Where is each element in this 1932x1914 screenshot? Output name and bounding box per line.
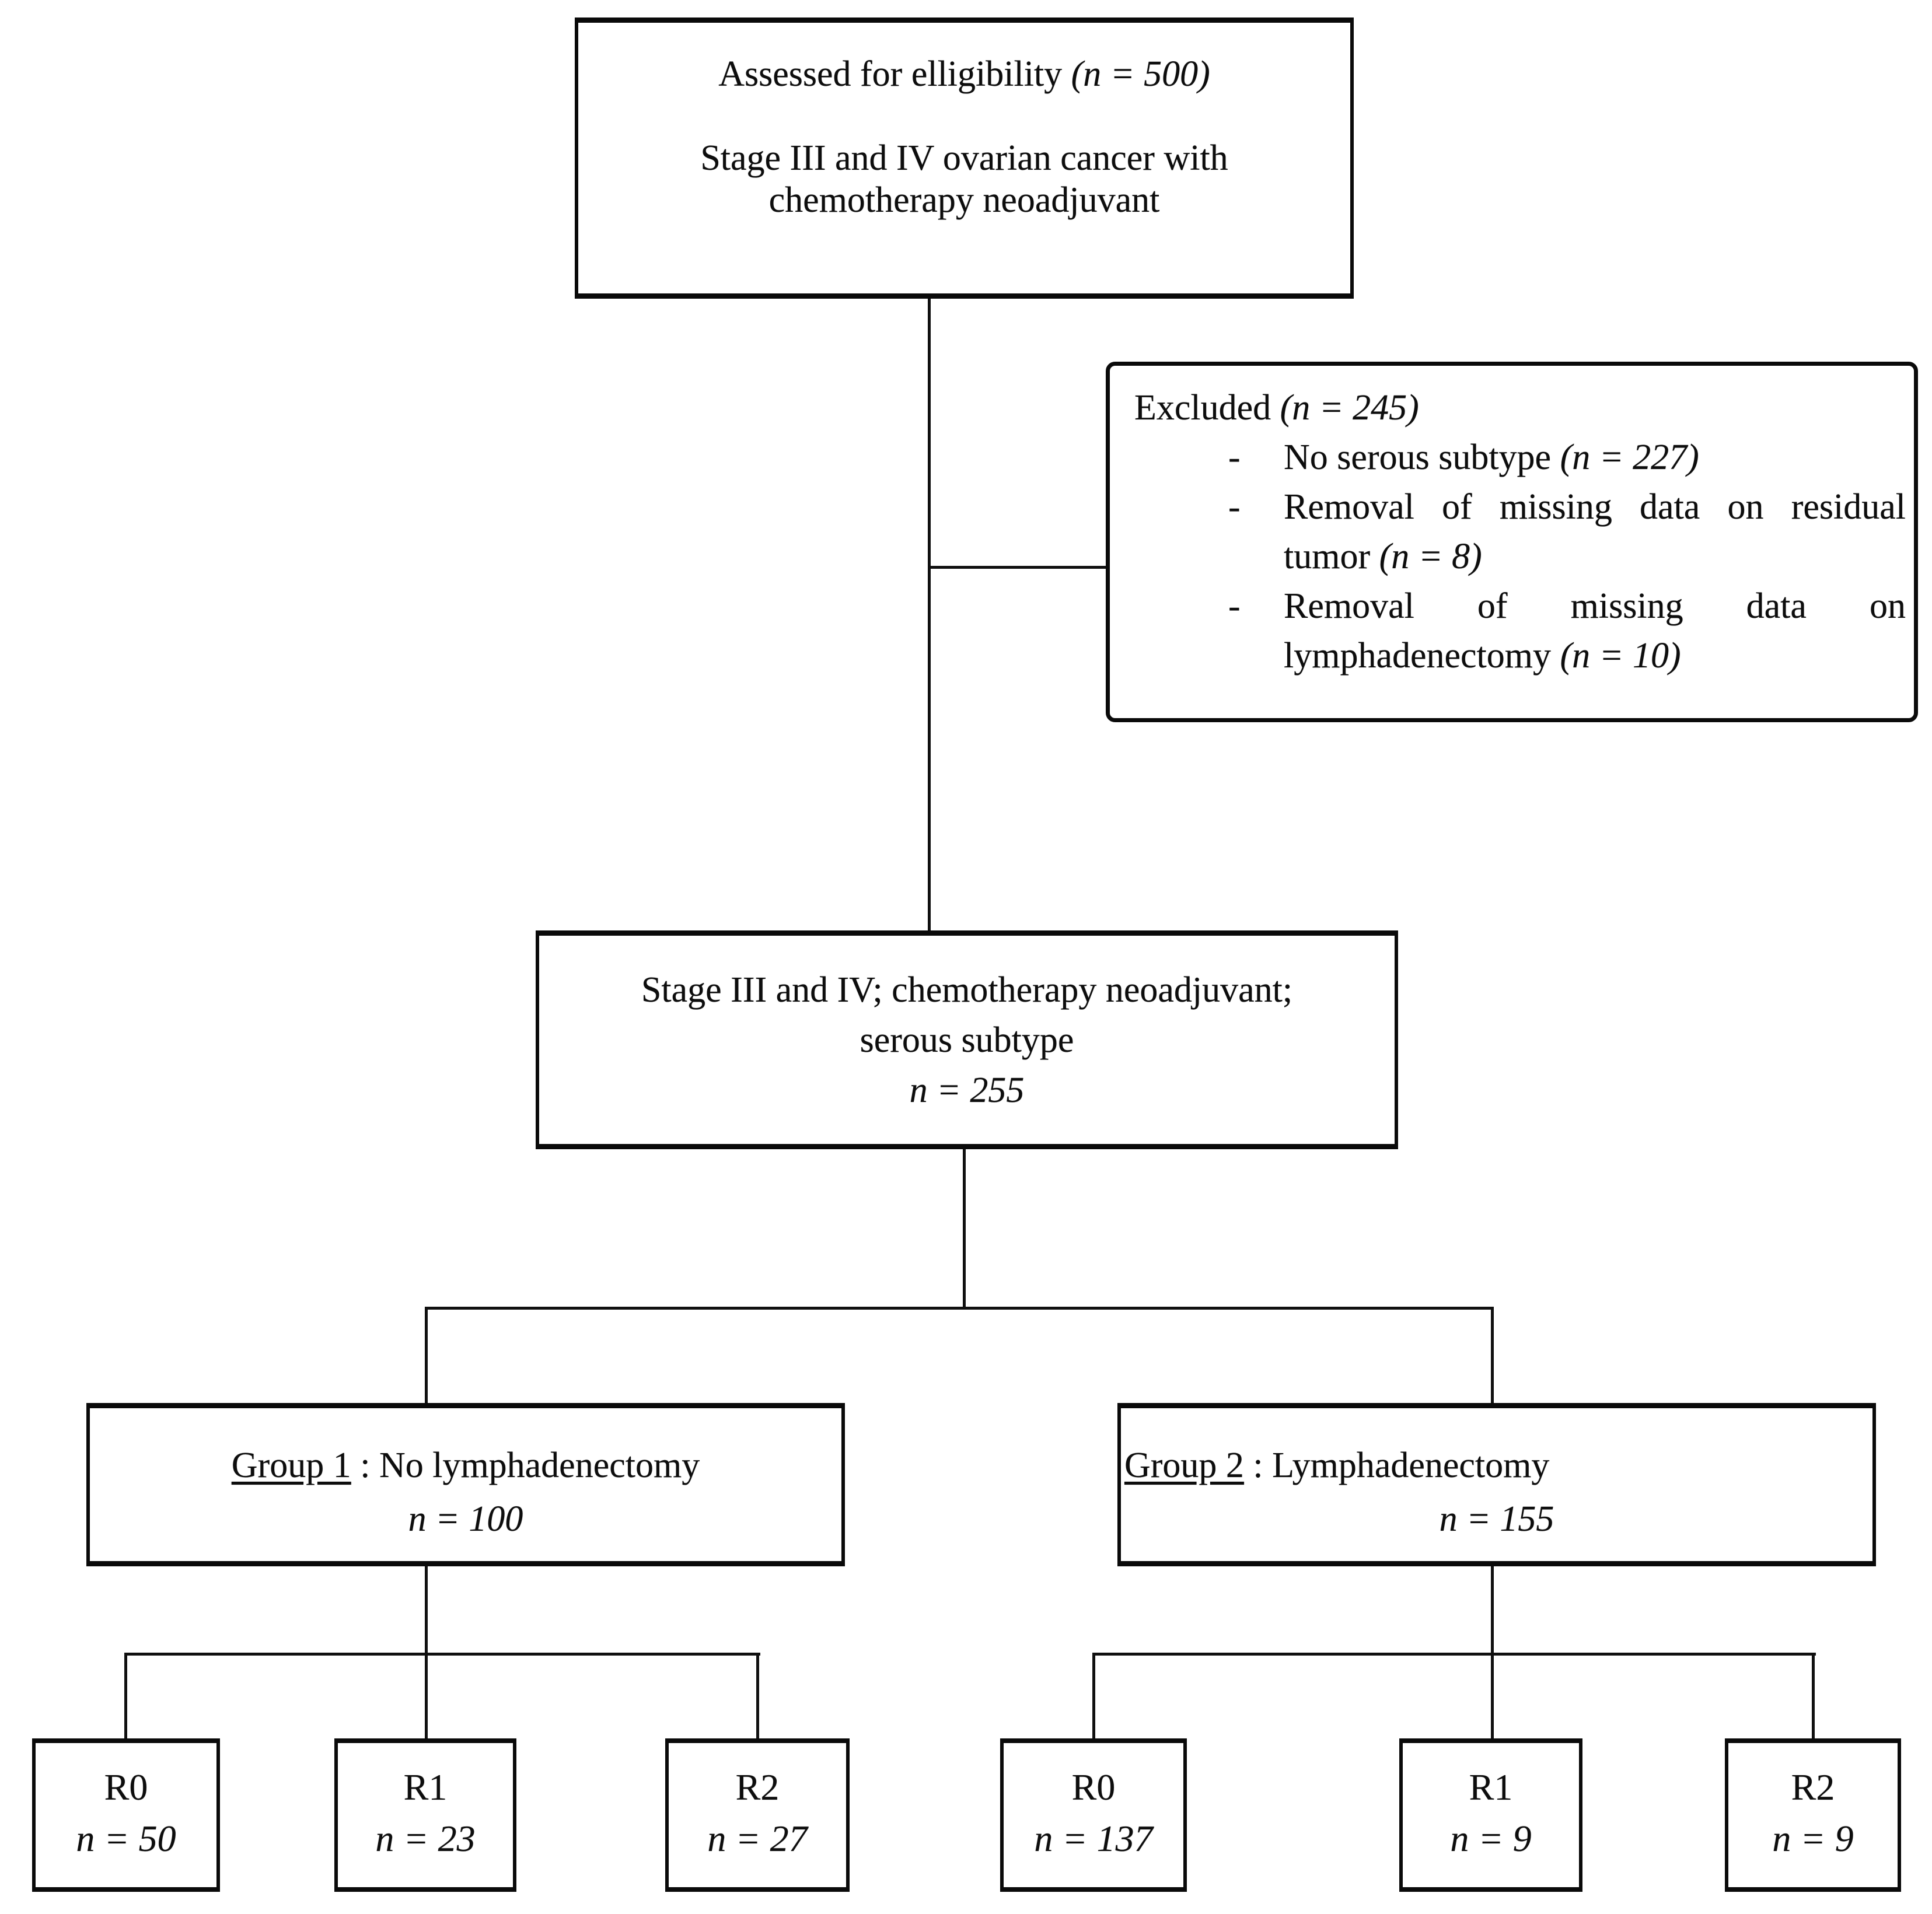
group1-desc: No lymphadenectomy — [379, 1446, 700, 1485]
excluded-item-1-label: No serous subtype — [1284, 438, 1552, 477]
assessed-desc-line2: chemotherapy neoadjuvant — [768, 180, 1160, 220]
connector-left-r0-drop — [124, 1653, 127, 1740]
group2-n: n = 155 — [1439, 1499, 1554, 1539]
outcome-box-g1-r2: R2 n = 27 — [665, 1738, 850, 1892]
connector-left-r1-drop — [425, 1653, 428, 1740]
included-box: Stage III and IV; chemotherapy neoadjuva… — [536, 930, 1398, 1149]
excluded-title-n: (n = 245) — [1280, 388, 1419, 428]
connector-group2-to-split — [1491, 1565, 1494, 1654]
outcome-n: n = 9 — [1450, 1818, 1532, 1859]
excluded-item-2-label: Removal of missing data on residual tumo… — [1284, 487, 1906, 576]
excluded-item-3-text: Removal of missing data on lymphadenecto… — [1284, 582, 1906, 681]
outcome-label: R2 — [735, 1766, 780, 1808]
group1-sep: : — [360, 1446, 371, 1485]
group2-label: Group 2 — [1124, 1446, 1244, 1485]
assessed-desc-line1: Stage III and IV ovarian cancer with — [700, 138, 1228, 178]
outcome-box-g2-r2: R2 n = 9 — [1725, 1738, 1901, 1892]
outcome-n: n = 9 — [1772, 1818, 1854, 1859]
bullet-dash: - — [1228, 487, 1241, 527]
group2-desc: Lymphadenectomy — [1272, 1446, 1550, 1485]
group1-label: Group 1 — [231, 1446, 351, 1485]
excluded-title-line: Excluded (n = 245) — [1134, 383, 1908, 433]
group1-n: n = 100 — [408, 1499, 523, 1539]
excluded-item-2-n: (n = 8) — [1379, 537, 1482, 576]
bullet-dash: - — [1228, 438, 1241, 477]
connector-included-to-split — [963, 1147, 966, 1308]
outcome-box-g1-r1: R1 n = 23 — [334, 1738, 516, 1892]
group2-title-line: Group 2 : Lymphadenectomy — [1121, 1439, 1872, 1492]
connector-top-to-included — [928, 298, 931, 933]
assessed-title: Assessed for elligibility — [718, 54, 1063, 94]
connector-split-to-group2 — [1491, 1307, 1494, 1405]
connector-right-r2-drop — [1812, 1653, 1815, 1740]
included-line2: serous subtype — [860, 1020, 1074, 1060]
outcome-box-g2-r1: R1 n = 9 — [1399, 1738, 1582, 1892]
connector-right-r1-drop — [1491, 1653, 1494, 1740]
outcome-label: R0 — [104, 1766, 148, 1808]
excluded-item-3-label: Removal of missing data on lymphadenecto… — [1284, 586, 1906, 676]
excluded-item-2: - Removal of missing data on residual tu… — [1134, 482, 1908, 582]
assessed-title-line: Assessed for elligibility (n = 500) — [578, 53, 1350, 95]
outcome-label: R0 — [1071, 1766, 1116, 1808]
group2-sep: : — [1253, 1446, 1263, 1485]
excluded-item-1-text: No serous subtype (n = 227) — [1284, 433, 1906, 482]
connector-right-r0-drop — [1092, 1653, 1095, 1740]
included-n: n = 255 — [909, 1070, 1025, 1110]
outcome-box-g1-r0: R0 n = 50 — [32, 1738, 220, 1892]
excluded-title: Excluded — [1134, 388, 1271, 428]
outcome-box-g2-r0: R0 n = 137 — [1000, 1738, 1187, 1892]
outcome-n: n = 137 — [1034, 1818, 1153, 1859]
group1-box: Group 1 : No lymphadenectomy n = 100 — [86, 1403, 845, 1566]
outcome-n: n = 23 — [375, 1818, 476, 1859]
excluded-item-2-text: Removal of missing data on residual tumo… — [1284, 482, 1906, 582]
excluded-item-3: - Removal of missing data on lymphadenec… — [1134, 582, 1908, 681]
outcome-n: n = 27 — [707, 1818, 808, 1859]
connector-right-split-horizontal — [1092, 1653, 1816, 1656]
excluded-item-3-n: (n = 10) — [1560, 636, 1681, 676]
group1-title-line: Group 1 : No lymphadenectomy — [90, 1439, 841, 1492]
connector-group-split-horizontal — [425, 1307, 1494, 1310]
excluded-item-1: - No serous subtype (n = 227) — [1134, 433, 1908, 482]
group2-box: Group 2 : Lymphadenectomy n = 155 — [1117, 1403, 1876, 1566]
connector-left-r2-drop — [756, 1653, 759, 1740]
connector-branch-to-excluded — [928, 566, 1108, 569]
outcome-label: R1 — [1469, 1766, 1513, 1808]
bullet-dash: - — [1228, 586, 1241, 626]
outcome-label: R1 — [403, 1766, 448, 1808]
assessed-n: (n = 500) — [1071, 54, 1210, 94]
assessed-box: Assessed for elligibility (n = 500) Stag… — [575, 18, 1354, 299]
included-line1: Stage III and IV; chemotherapy neoadjuva… — [641, 970, 1293, 1010]
connector-left-split-horizontal — [124, 1653, 760, 1656]
excluded-box: Excluded (n = 245) - No serous subtype (… — [1106, 362, 1918, 722]
connector-group1-to-split — [425, 1565, 428, 1654]
outcome-n: n = 50 — [76, 1818, 176, 1859]
connector-split-to-group1 — [425, 1307, 428, 1405]
outcome-label: R2 — [1791, 1766, 1835, 1808]
excluded-item-1-n: (n = 227) — [1560, 438, 1699, 477]
